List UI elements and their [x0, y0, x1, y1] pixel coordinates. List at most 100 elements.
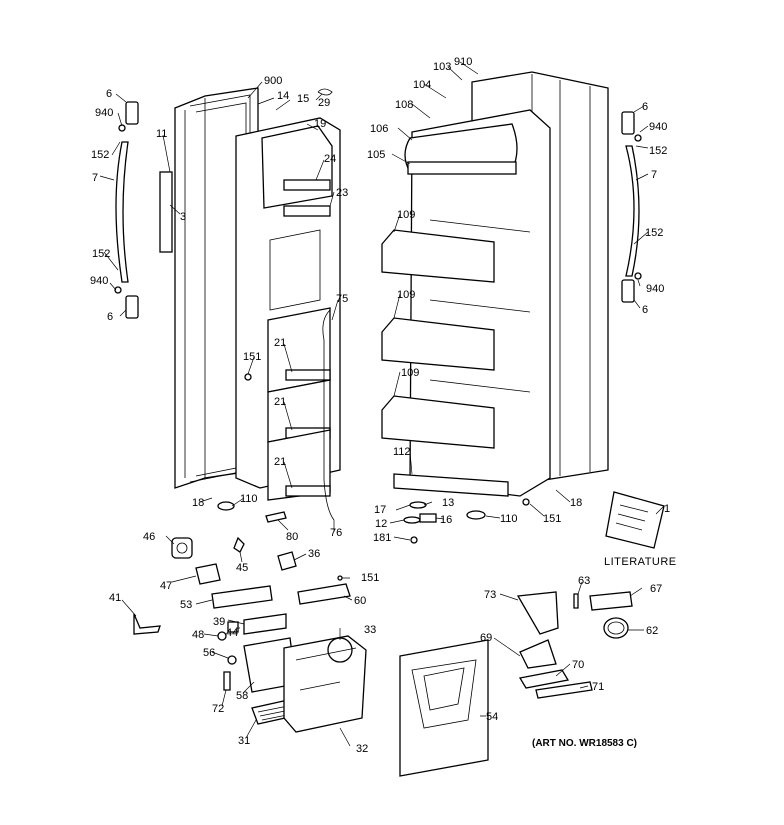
callout-151: 151 [361, 572, 379, 584]
left-door-handle-assembly [114, 101, 173, 319]
hinge-110-left [217, 501, 235, 511]
part-29 [317, 88, 333, 96]
part-16 [419, 513, 437, 523]
handle-endcap-bottom-left [125, 295, 139, 319]
callout-900: 900 [264, 75, 282, 87]
dairy-door-105 [407, 161, 517, 175]
part-47 [195, 563, 221, 585]
callout-109: 109 [397, 289, 415, 301]
callout-103: 103 [433, 61, 451, 73]
fresh-food-handle [625, 145, 640, 277]
callout-33: 33 [364, 624, 376, 636]
callout-181: 181 [373, 532, 391, 544]
handle-endcap-top-left [125, 101, 139, 125]
callout-67: 67 [650, 583, 662, 595]
callout-14: 14 [277, 90, 289, 102]
art-number: (ART NO. WR18583 C) [532, 738, 637, 749]
callout-53: 53 [180, 599, 192, 611]
screw-151-bottom [337, 575, 343, 581]
callout-6: 6 [642, 304, 648, 316]
callout-108: 108 [395, 99, 413, 111]
callout-940: 940 [649, 121, 667, 133]
part-12 [403, 516, 421, 524]
part-45 [233, 536, 245, 553]
screw-181 [410, 536, 418, 544]
rail-60 [297, 583, 351, 605]
callout-69: 69 [480, 632, 492, 644]
part-80 [265, 511, 287, 523]
callout-152: 152 [92, 248, 110, 260]
lever-41 [133, 613, 161, 635]
callout-1: 1 [664, 503, 670, 515]
callout-109: 109 [397, 209, 415, 221]
part-36 [277, 551, 297, 571]
callout-72: 72 [212, 703, 224, 715]
callout-73: 73 [484, 589, 496, 601]
callout-6: 6 [107, 311, 113, 323]
callout-105: 105 [367, 149, 385, 161]
callout-940: 940 [646, 283, 664, 295]
callout-76: 76 [330, 527, 342, 539]
callout-17: 17 [374, 504, 386, 516]
handle-screw-left-lower [114, 286, 122, 294]
callout-24: 24 [324, 153, 336, 165]
callout-32: 32 [356, 743, 368, 755]
callout-63: 63 [578, 575, 590, 587]
callout-12: 12 [375, 518, 387, 530]
dispenser-front-54 [399, 639, 489, 777]
bottom-rail-112 [393, 473, 509, 497]
part-33 [327, 637, 353, 663]
callout-151: 151 [243, 351, 261, 363]
fresh-food-door-liner [381, 109, 551, 497]
callout-48: 48 [192, 629, 204, 641]
callout-910: 910 [454, 56, 472, 68]
handle-mount-bracket [159, 171, 173, 253]
ring-62 [603, 617, 629, 639]
panel-53 [211, 585, 273, 609]
handle-screw-right [634, 134, 642, 142]
door-bin-109-bottom [381, 395, 495, 449]
callout-19: 19 [314, 118, 326, 130]
arm-70 [518, 669, 570, 689]
callout-3: 3 [180, 211, 186, 223]
callout-106: 106 [370, 123, 388, 135]
callout-56: 56 [203, 647, 215, 659]
callout-152: 152 [649, 145, 667, 157]
callout-6: 6 [106, 88, 112, 100]
callout-58: 58 [236, 690, 248, 702]
callout-7: 7 [651, 169, 657, 181]
callout-70: 70 [572, 659, 584, 671]
callout-47: 47 [160, 580, 172, 592]
callout-940: 940 [95, 107, 113, 119]
dispenser-parts [133, 536, 367, 733]
board-39 [243, 613, 287, 635]
callout-80: 80 [286, 531, 298, 543]
callout-110: 110 [240, 493, 258, 505]
callout-940: 940 [90, 275, 108, 287]
callout-11: 11 [156, 128, 167, 140]
dispenser-cover-54 [399, 639, 489, 777]
callout-13: 13 [442, 497, 454, 509]
callout-labels: 6 940 152 7 152 940 6 11 3 900 14 15 29 … [90, 56, 677, 755]
handle-screw-right-lower [634, 272, 642, 280]
callout-18: 18 [570, 497, 582, 509]
callout-62: 62 [646, 625, 658, 637]
callout-6: 6 [642, 101, 648, 113]
part-63 [573, 593, 579, 609]
callout-39: 39 [213, 616, 225, 628]
callout-29: 29 [318, 97, 330, 109]
callout-15: 15 [297, 93, 309, 105]
part-44 [227, 621, 239, 633]
small-parts-left [217, 88, 335, 523]
literature-booklet [605, 491, 665, 549]
dispenser-housing-32 [283, 635, 367, 733]
callout-71: 71 [592, 681, 604, 693]
shelf-23 [283, 205, 331, 217]
dispenser-right-parts [516, 591, 633, 699]
literature-label: LITERATURE [604, 556, 677, 568]
part-72 [223, 671, 231, 691]
callout-41: 41 [109, 592, 121, 604]
callout-44: 44 [226, 627, 238, 639]
callout-21: 21 [274, 337, 286, 349]
